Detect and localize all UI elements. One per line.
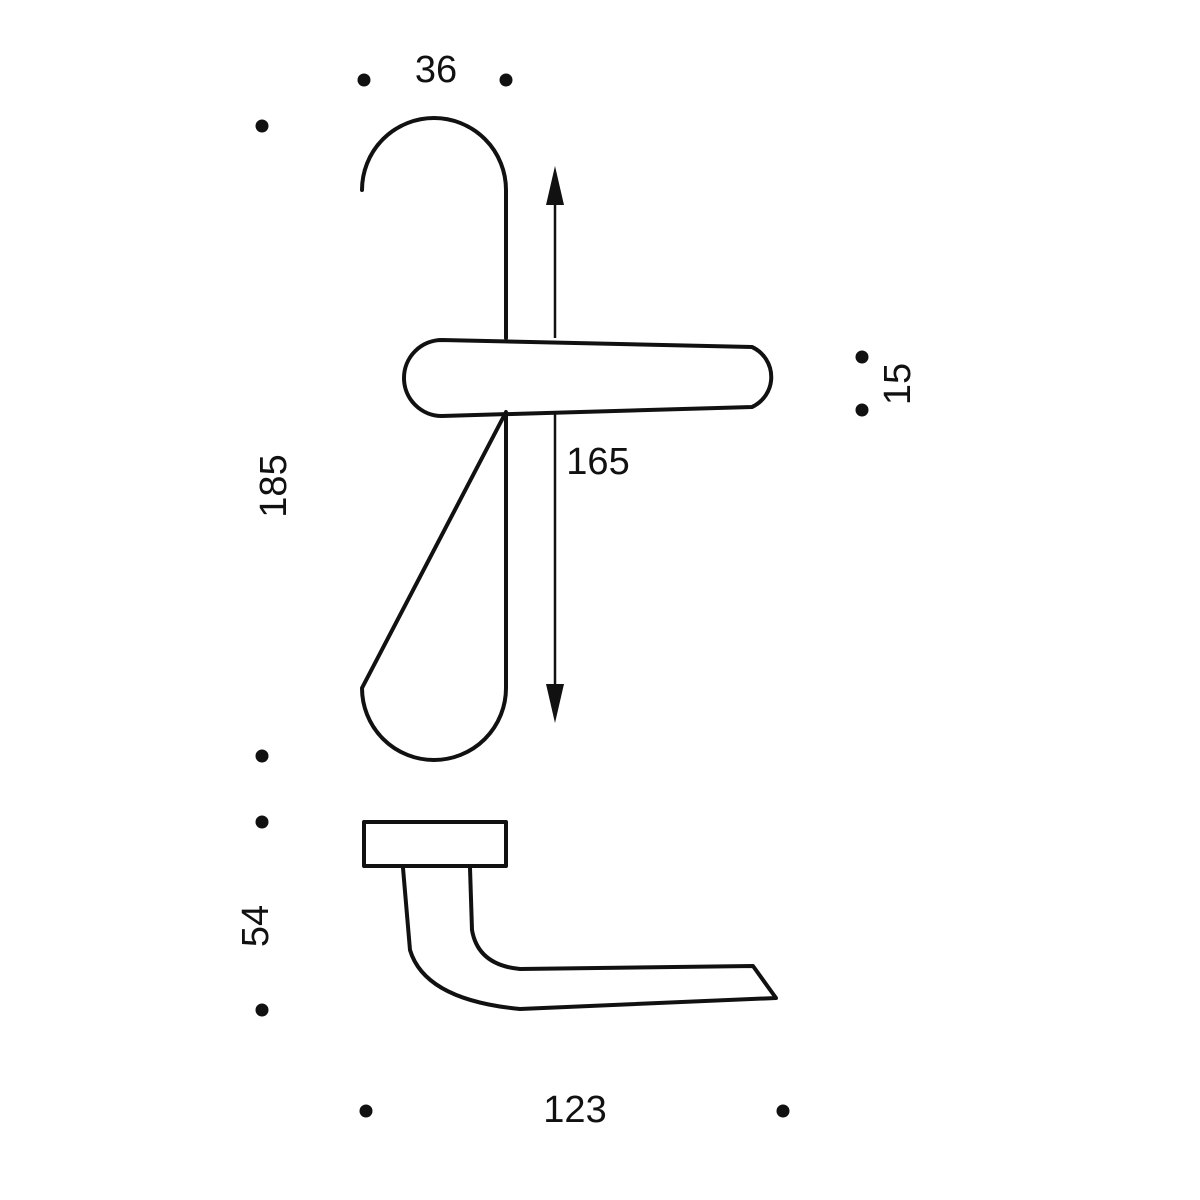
dot-projection-top [255,815,269,829]
dimension-markers [255,73,869,1118]
dot-width-left [357,73,371,87]
arrow-down-icon [546,684,564,723]
lever-thickness-label: 15 [877,363,919,405]
dot-length-right [776,1104,790,1118]
dot-width-right [499,73,513,87]
projection-label: 54 [235,905,277,947]
rose [362,820,508,868]
front-view [360,116,774,762]
lever-length-label: 123 [543,1089,606,1131]
front-lever [402,338,774,418]
dot-length-left [359,1104,373,1118]
plate-height-label: 185 [253,454,295,517]
arrow-up-icon [546,166,564,205]
dot-height-bottom [255,749,269,763]
side-view [362,820,778,1011]
plate-width-label: 36 [415,49,457,91]
dot-projection-bottom [255,1003,269,1017]
dot-thickness-bottom [855,403,869,417]
center-distance-dimension [546,166,564,723]
dot-height-top [255,119,269,133]
side-lever [401,866,778,1011]
center-distance-label: 165 [566,441,629,483]
back-plate [360,116,508,762]
dot-thickness-top [855,350,869,364]
